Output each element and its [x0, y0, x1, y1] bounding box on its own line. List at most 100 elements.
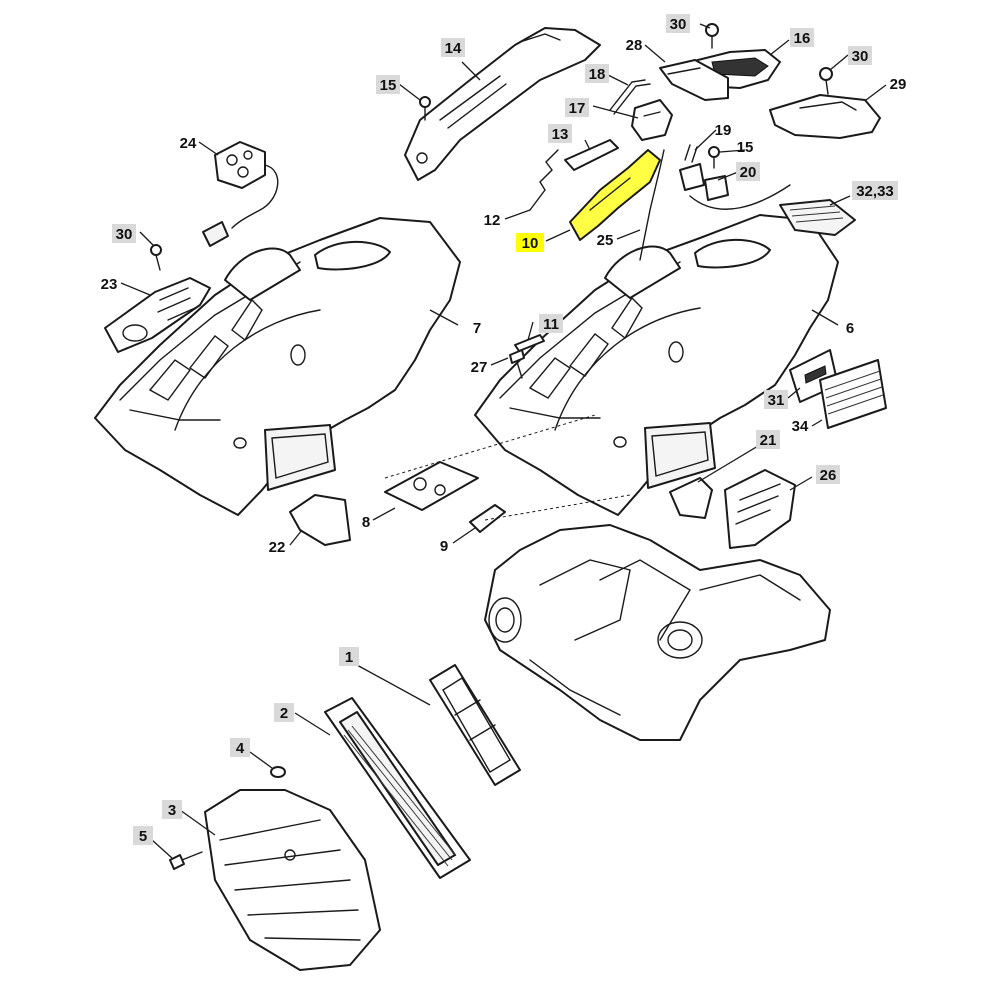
screw-15-right	[708, 146, 720, 169]
callout-22: 22	[269, 539, 286, 556]
part-22-intake	[289, 494, 351, 546]
callout-11: 11	[539, 314, 563, 333]
callout-28: 28	[626, 37, 643, 54]
callout-34: 34	[792, 418, 809, 435]
svg-text:22: 22	[269, 539, 286, 556]
callout-32-33: 32,33	[852, 181, 898, 200]
callout-12: 12	[484, 212, 501, 229]
svg-text:7: 7	[473, 320, 481, 337]
svg-text:1: 1	[345, 649, 353, 666]
svg-text:27: 27	[471, 359, 488, 376]
part-32-33-filter-pad	[779, 199, 856, 236]
callout-16: 16	[790, 28, 814, 47]
engine-housing	[484, 524, 831, 741]
svg-text:15: 15	[737, 139, 754, 156]
callout-7: 7	[473, 320, 481, 337]
svg-text:14: 14	[445, 40, 462, 57]
svg-text:12: 12	[484, 212, 501, 229]
part-4-grommet	[270, 766, 286, 778]
svg-text:30: 30	[116, 226, 133, 243]
part-28-bracket	[659, 59, 729, 101]
part-19-switch	[684, 144, 698, 163]
callout-20: 20	[736, 162, 760, 181]
callout-24: 24	[180, 135, 197, 152]
screw-15-left	[419, 96, 431, 121]
svg-text:9: 9	[440, 538, 448, 555]
part-13-lever	[564, 139, 619, 171]
guide-line-2	[484, 494, 631, 521]
callout-27: 27	[471, 359, 488, 376]
part-17-clip	[631, 99, 673, 141]
part-29-cover	[769, 94, 881, 139]
svg-text:11: 11	[543, 316, 559, 333]
part-18-rod	[609, 79, 651, 115]
callout-23: 23	[101, 276, 118, 293]
svg-text:21: 21	[760, 432, 777, 449]
svg-text:18: 18	[589, 66, 606, 83]
callout-21: 21	[756, 430, 780, 449]
svg-text:8: 8	[362, 514, 370, 531]
part-5-bolt	[169, 851, 203, 870]
callout-19: 19	[715, 122, 732, 139]
callout-5: 5	[133, 826, 153, 845]
part-6-shroud-right	[474, 214, 839, 516]
part-25-rod	[639, 149, 665, 261]
callout-14: 14	[441, 38, 465, 57]
part-27-screw	[509, 349, 525, 379]
svg-text:32,33: 32,33	[856, 183, 894, 200]
svg-text:17: 17	[569, 100, 586, 117]
callout-25: 25	[597, 232, 614, 249]
part-9-label	[469, 504, 506, 533]
part-26-baffle	[724, 469, 796, 549]
callout-18: 18	[585, 64, 609, 83]
svg-text:10: 10	[522, 235, 539, 252]
svg-text:29: 29	[890, 76, 907, 93]
svg-text:19: 19	[715, 122, 732, 139]
svg-text:31: 31	[768, 392, 785, 409]
svg-text:26: 26	[820, 467, 837, 484]
part-10-throttle-trigger	[569, 149, 661, 241]
svg-text:16: 16	[794, 30, 811, 47]
callout-13: 13	[548, 124, 572, 143]
part-24-switch-plate	[202, 141, 279, 247]
part-34-grille	[819, 359, 887, 429]
part-12-spring	[529, 149, 559, 211]
svg-text:2: 2	[280, 705, 288, 722]
svg-text:4: 4	[236, 740, 245, 757]
callout-4: 4	[230, 738, 250, 757]
screw-30-left	[150, 244, 162, 271]
callout-15-left: 15	[376, 75, 400, 94]
part-14-handle-cover	[404, 27, 601, 181]
callout-30-left: 30	[112, 224, 136, 243]
svg-text:24: 24	[180, 135, 197, 152]
svg-text:30: 30	[852, 48, 869, 65]
callout-29: 29	[890, 76, 907, 93]
svg-text:15: 15	[380, 77, 397, 94]
svg-text:20: 20	[740, 164, 757, 181]
part-11-pin	[514, 334, 545, 352]
callout-1: 1	[339, 647, 359, 666]
part-1-filter-frame	[429, 664, 521, 786]
part-2-air-filter	[324, 697, 471, 879]
callout-9: 9	[440, 538, 448, 555]
callout-6: 6	[846, 320, 854, 337]
part-20-contact	[679, 163, 791, 210]
part-23-control-panel	[104, 277, 211, 353]
svg-text:23: 23	[101, 276, 118, 293]
callout-15-right: 15	[737, 139, 754, 156]
part-3-filter-cover	[204, 789, 381, 971]
svg-text:34: 34	[792, 418, 809, 435]
guide-line-1	[384, 414, 596, 479]
svg-text:25: 25	[597, 232, 614, 249]
svg-text:28: 28	[626, 37, 643, 54]
svg-text:6: 6	[846, 320, 854, 337]
part-8-label	[384, 461, 479, 511]
callout-3: 3	[162, 800, 182, 819]
part-7-shroud-left	[94, 217, 461, 516]
svg-text:3: 3	[168, 802, 176, 819]
svg-text:30: 30	[670, 16, 687, 33]
callout-31: 31	[764, 390, 788, 409]
part-21-intake-right	[669, 477, 713, 519]
svg-text:5: 5	[139, 828, 147, 845]
